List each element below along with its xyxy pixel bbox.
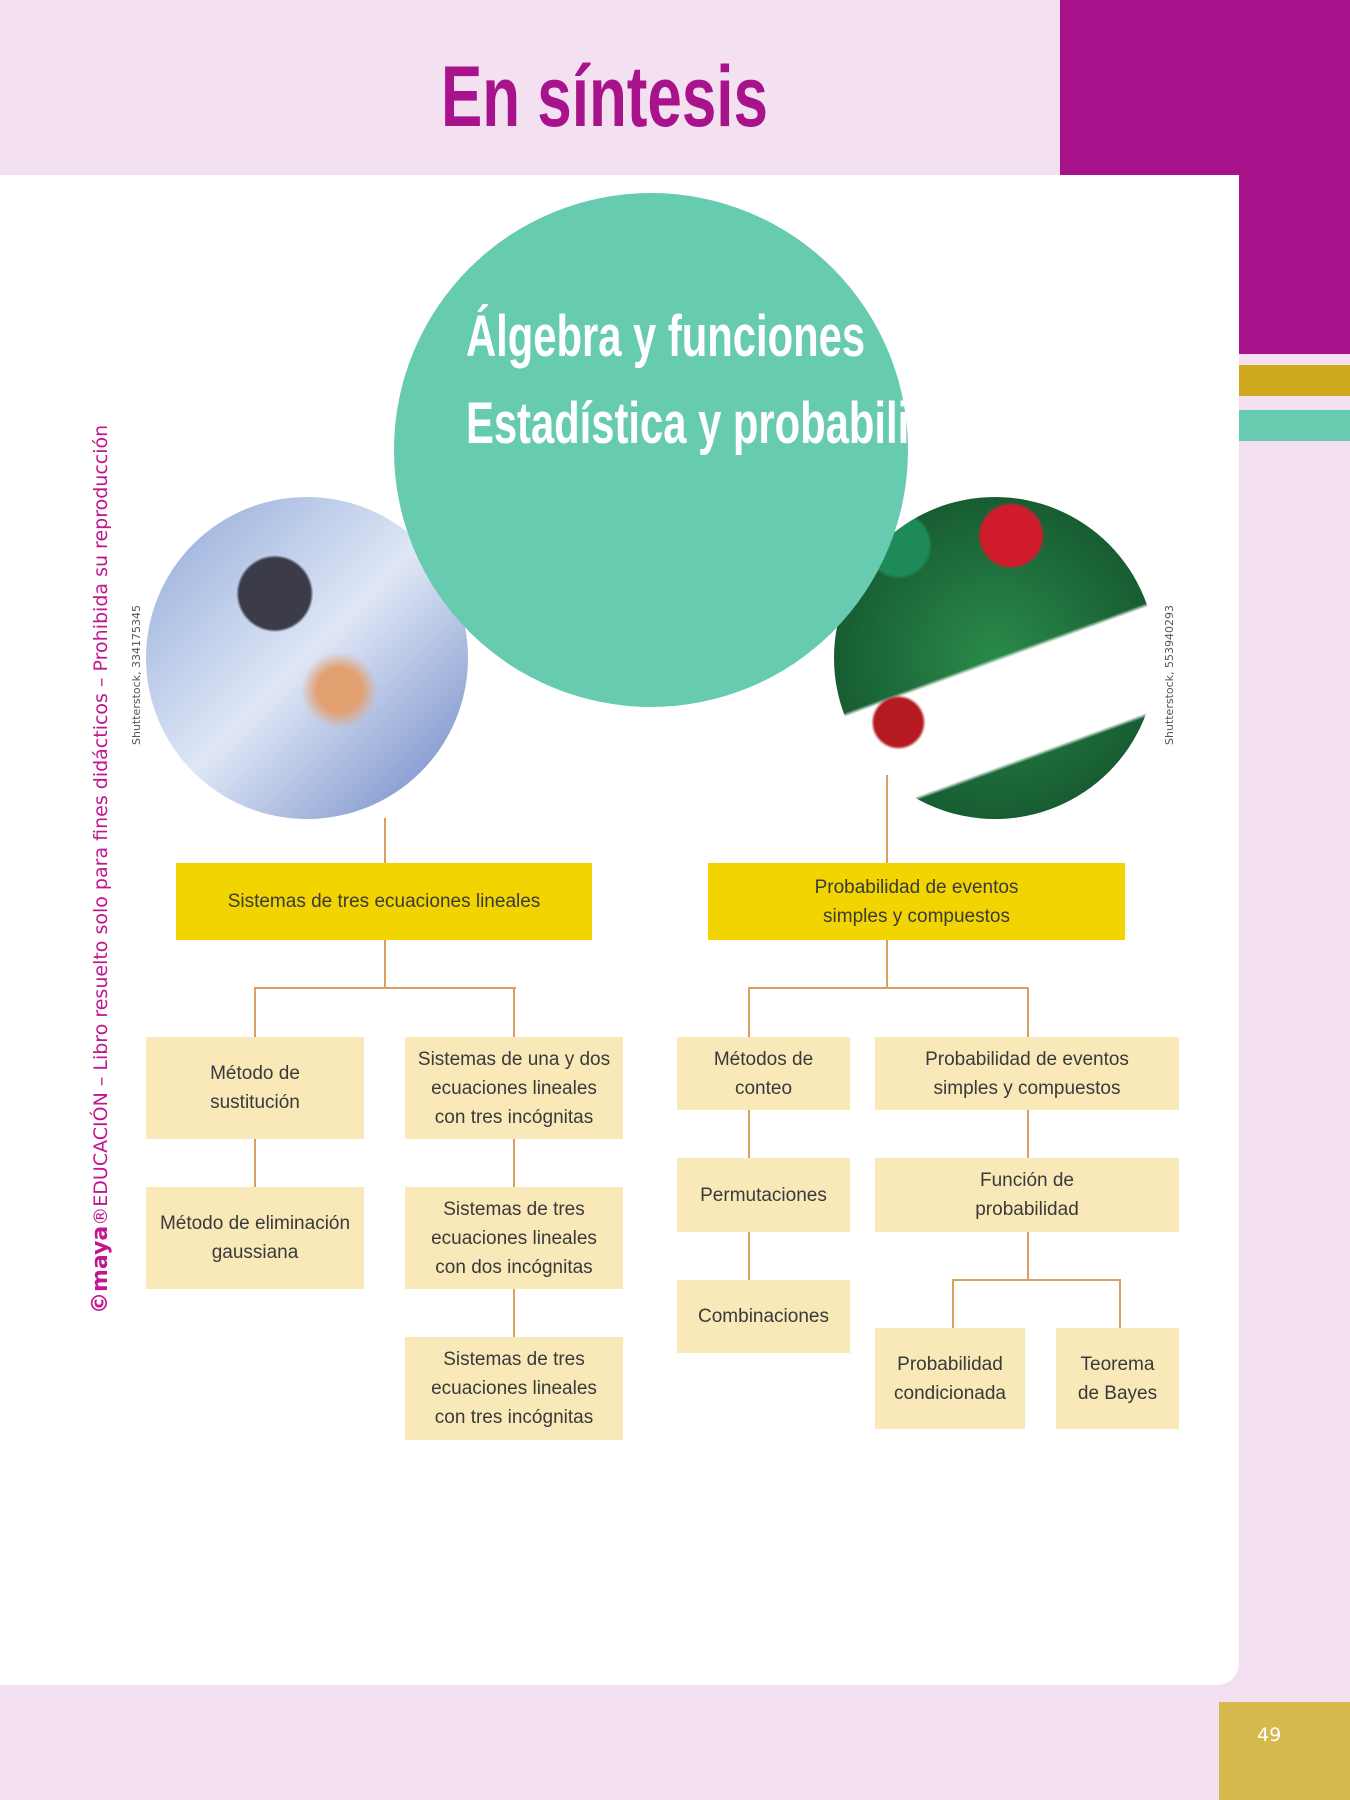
cards-dice-chips-photo	[834, 497, 1156, 819]
connector	[384, 940, 386, 988]
maya-logo: ©maya	[88, 1225, 113, 1314]
topic-algebra: Álgebra y funciones	[465, 304, 866, 369]
concept-box: Teorema de Bayes	[1056, 1328, 1179, 1429]
connector	[748, 1232, 750, 1280]
concept-box: Sistemas de tres ecuaciones lineales con…	[405, 1337, 623, 1440]
connector	[1027, 987, 1029, 1037]
connector	[254, 987, 256, 1037]
concept-box: Métodos de conteo	[677, 1037, 850, 1110]
connector	[886, 775, 888, 863]
connector	[748, 1110, 750, 1158]
right-main-box: Probabilidad de eventos simples y compue…	[708, 863, 1125, 940]
connector	[1119, 1279, 1121, 1328]
topic-circle: Álgebra y funciones Estadística y probab…	[394, 193, 984, 707]
concept-box: Probabilidad de eventos simples y compue…	[875, 1037, 1179, 1110]
concept-box: Método de eliminación gaussiana	[146, 1187, 364, 1289]
connector	[886, 940, 888, 988]
connector	[749, 987, 1029, 989]
gold-stripe	[1239, 365, 1350, 396]
concept-box: Probabilidad condicionada	[875, 1328, 1025, 1429]
photo-credit-right: Shutterstock, 553940293	[1163, 604, 1176, 745]
page-number: 49	[1219, 1702, 1350, 1800]
connector	[254, 1139, 256, 1187]
connector	[1027, 1110, 1029, 1158]
connector	[952, 1279, 954, 1328]
concept-box: Sistemas de tres ecuaciones lineales con…	[405, 1187, 623, 1289]
copyright-notice: ©maya®EDUCACIÓN – Libro resuelto solo pa…	[88, 425, 113, 1314]
concept-box: Permutaciones	[677, 1158, 850, 1232]
photo-credit-left: Shutterstock, 334175345	[130, 604, 143, 745]
concept-box: Función de probabilidad	[875, 1158, 1179, 1232]
connector	[384, 818, 386, 863]
topic-statistics: Estadística y probabilidad	[465, 391, 984, 456]
connector	[513, 987, 515, 1037]
connector	[953, 1279, 1121, 1281]
connector	[513, 1289, 515, 1337]
connector	[513, 1139, 515, 1187]
teal-stripe	[1239, 410, 1350, 441]
concept-box: Sistemas de una y dos ecuaciones lineale…	[405, 1037, 623, 1139]
connector	[748, 987, 750, 1037]
left-main-box: Sistemas de tres ecuaciones lineales	[176, 863, 592, 940]
concept-box: Método de sustitución	[146, 1037, 364, 1139]
concept-box: Combinaciones	[677, 1280, 850, 1353]
connector	[255, 987, 516, 989]
page-title: En síntesis	[440, 49, 768, 145]
connector	[1027, 1232, 1029, 1280]
copyright-text: ®EDUCACIÓN – Libro resuelto solo para fi…	[90, 424, 112, 1226]
